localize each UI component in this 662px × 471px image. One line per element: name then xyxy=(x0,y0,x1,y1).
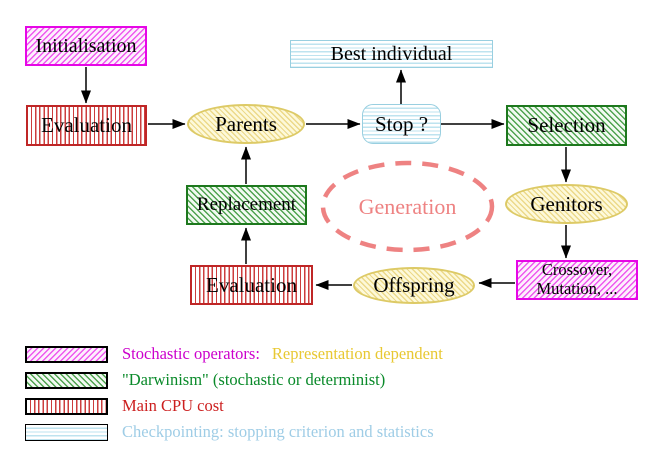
legend-label-stochastic-operators: Stochastic operators: Representation dep… xyxy=(122,344,443,364)
node-replacement: Replacement xyxy=(186,185,307,225)
node-generation-label: Generation xyxy=(358,193,457,219)
node-offspring: Offspring xyxy=(353,267,475,304)
legend-swatch-stochastic-operators xyxy=(25,346,108,363)
node-initialisation-label: Initialisation xyxy=(35,34,137,57)
node-selection-label: Selection xyxy=(527,113,606,138)
legend-label-darwinism: "Darwinism" (stochastic or determinist) xyxy=(122,370,385,390)
node-best-individual-label: Best individual xyxy=(330,42,453,65)
node-best-individual: Best individual xyxy=(290,40,493,68)
legend-swatch-cpu-cost xyxy=(25,398,108,415)
node-evaluation-bottom: Evaluation xyxy=(190,265,313,305)
node-parents-label: Parents xyxy=(215,111,277,136)
legend-label-cpu-cost-text: Main CPU cost xyxy=(122,396,224,415)
legend-label-checkpointing: Checkpointing: stopping criterion and st… xyxy=(122,422,434,442)
legend-label-darwinism-text: "Darwinism" (stochastic or determinist) xyxy=(122,370,386,389)
node-genitors: Genitors xyxy=(505,184,628,224)
node-stop-label: Stop ? xyxy=(374,111,429,136)
node-initialisation: Initialisation xyxy=(25,26,147,66)
node-stop: Stop ? xyxy=(362,104,441,144)
legend-swatch-darwinism xyxy=(25,372,108,389)
node-genitors-label: Genitors xyxy=(530,191,603,216)
node-parents: Parents xyxy=(187,104,305,144)
node-replacement-label: Replacement xyxy=(196,194,297,216)
legend-label-checkpointing-text: Checkpointing: stopping criterion and st… xyxy=(122,422,434,441)
node-crossover-mutation: Crossover, Mutation, ... xyxy=(516,260,638,300)
node-crossover-line2: Mutation, ... xyxy=(536,279,618,298)
node-evaluation-bottom-label: Evaluation xyxy=(206,272,297,297)
legend-label-stochastic-text: Stochastic operators: xyxy=(122,344,260,363)
node-crossover-line1: Crossover, xyxy=(541,260,613,280)
legend-swatch-checkpointing xyxy=(25,424,108,441)
node-evaluation-top-label: Evaluation xyxy=(41,113,132,138)
legend-label-cpu-cost: Main CPU cost xyxy=(122,396,224,416)
legend-label-representation-text: Representation dependent xyxy=(271,344,443,363)
node-offspring-label: Offspring xyxy=(373,273,455,298)
node-selection: Selection xyxy=(506,105,627,146)
node-generation: Generation xyxy=(323,163,492,250)
node-evaluation-top: Evaluation xyxy=(26,105,147,146)
